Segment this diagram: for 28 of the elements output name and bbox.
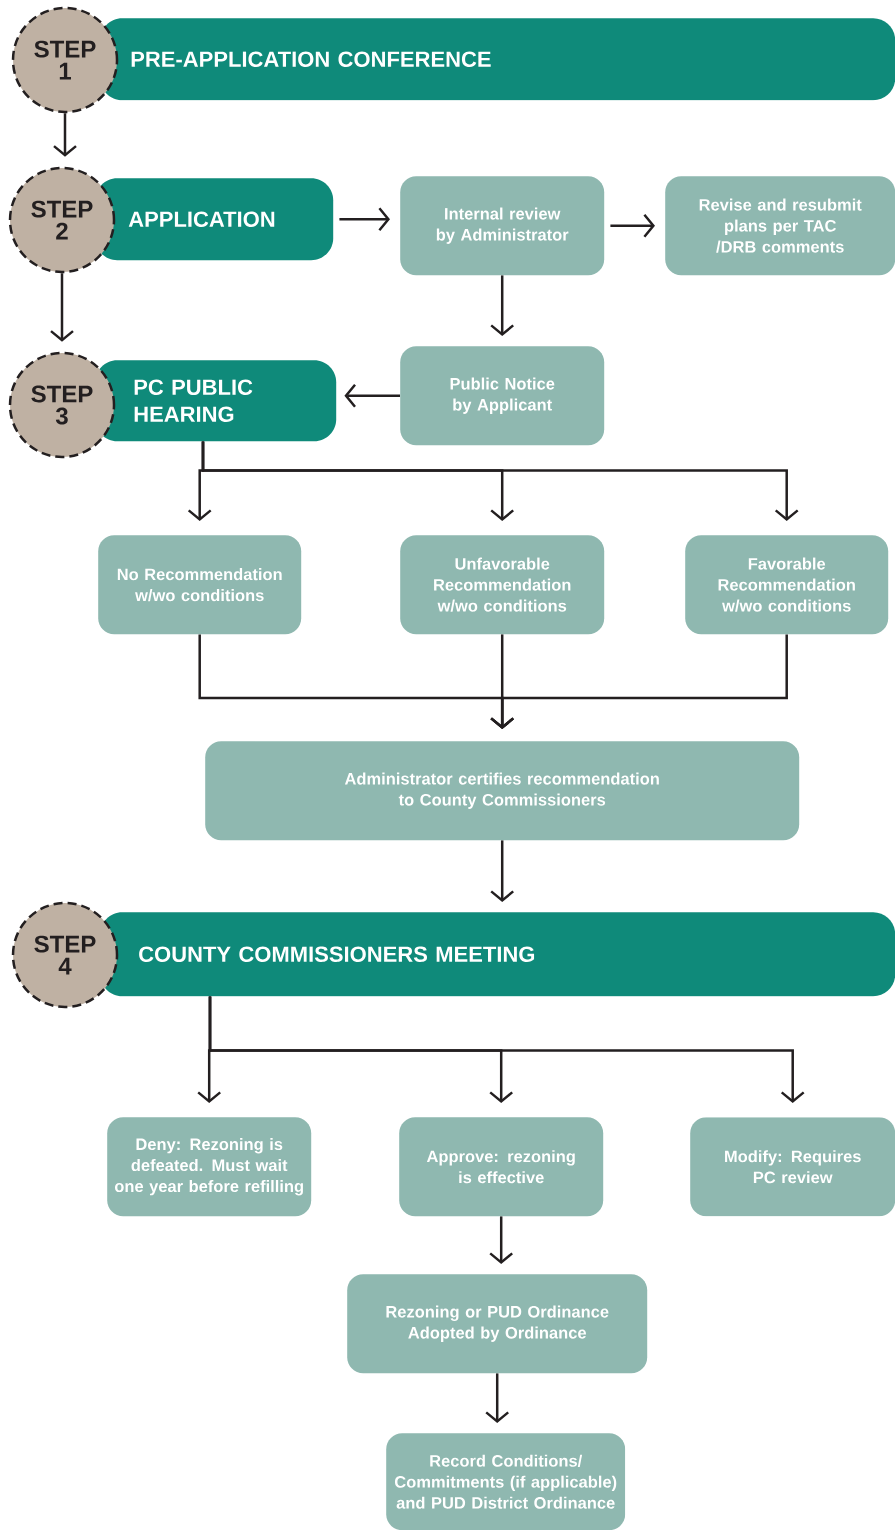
arrow [53,113,77,157]
arrow [490,840,514,902]
arrow [50,273,74,342]
arrow [489,1216,513,1264]
process-box: Deny: Rezoning is defeated. Must wait one year before refilling [107,1117,312,1217]
process-box: Unfavorable Recommendation w/wo conditions [400,535,605,635]
arrow [344,383,400,408]
arrow [208,996,805,1103]
arrow [485,1373,509,1423]
arrow [339,207,390,231]
process-box: Revise and resubmit plans per TAC /DRB comments [665,176,895,276]
process-box: Favorable Recommendation w/wo conditions [685,535,889,635]
step-banner: PC PUBLIC HEARING [95,360,337,442]
step-banner: COUNTY COMMISSIONERS MEETING [100,912,895,997]
step-banner: PRE-APPLICATION CONFERENCE [100,18,895,101]
arrow [490,275,514,336]
process-box: Record Conditions/ Commitments (if applicable) and PUD District Ordinance [386,1433,626,1530]
process-box: No Recommendation w/wo conditions [98,535,302,635]
process-box: Internal review by Administrator [400,176,605,276]
process-box: Public Notice by Applicant [400,346,605,446]
process-box: Administrator certifies recommendation to County Commissioners [205,741,800,841]
arrow [610,213,655,238]
process-box: Rezoning or PUD Ordinance Adopted by Ordinance [347,1274,648,1374]
process-box: Approve: rezoning is effective [399,1117,604,1217]
arrow [201,441,799,521]
arrow [490,634,788,729]
process-box: Modify: Requires PC review [690,1117,895,1217]
step-banner: APPLICATION [95,178,334,261]
